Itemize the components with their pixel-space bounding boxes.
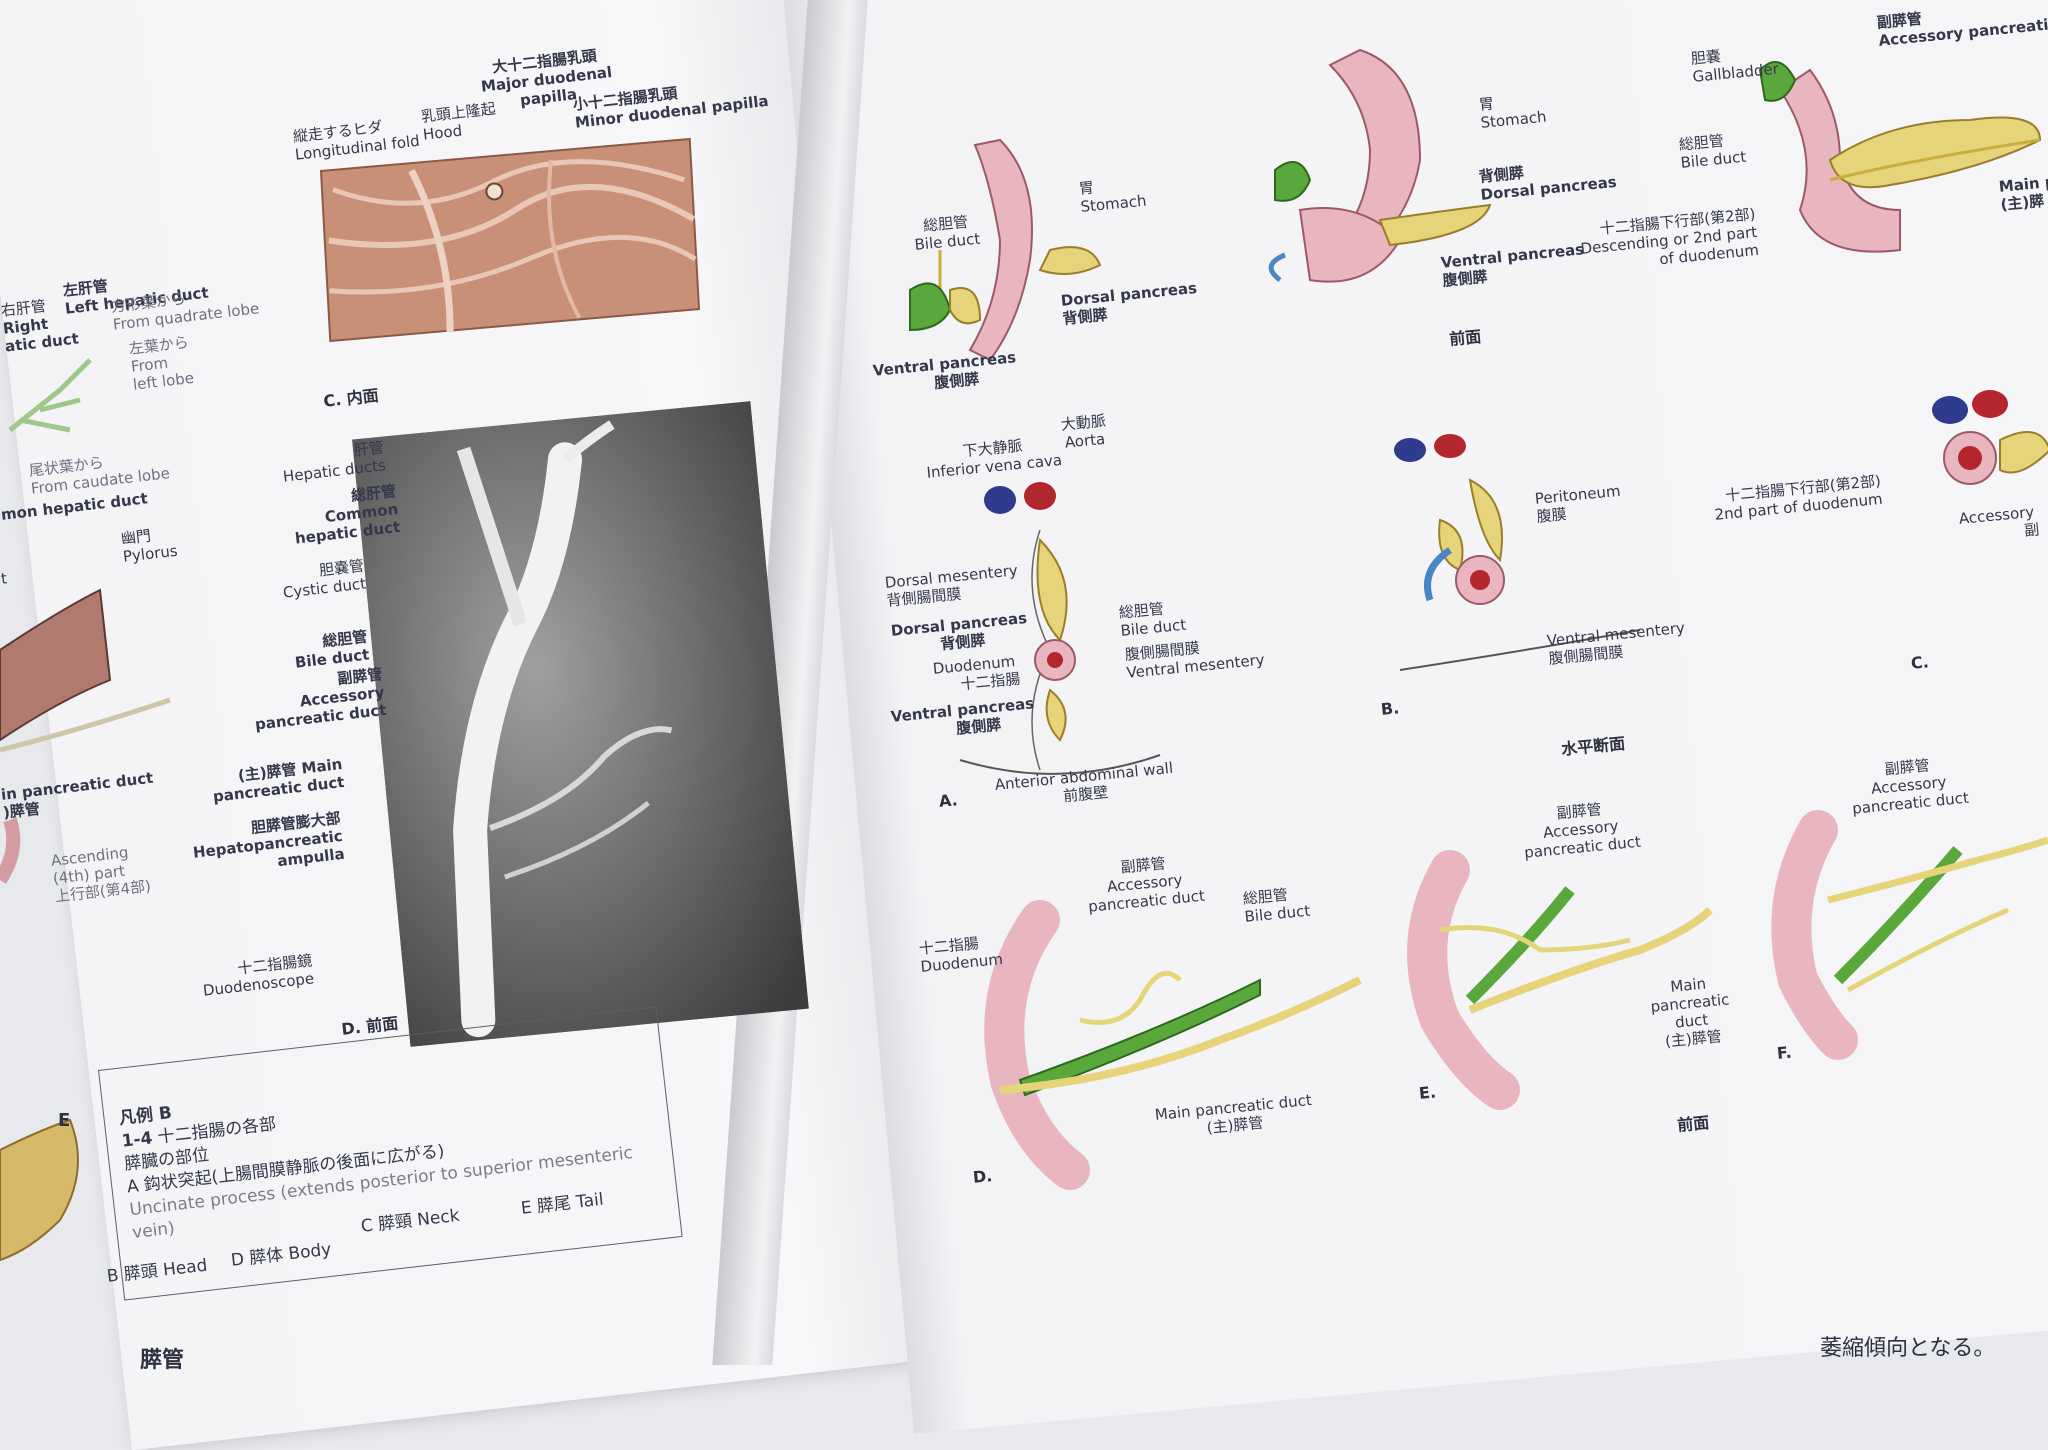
aorta-label: 大動脈 Aorta	[1060, 411, 1107, 452]
embryo-stage2-illustration	[1268, 48, 1492, 283]
left-footer-text: 膵管	[140, 1348, 185, 1373]
accessory-pancreatic-duct-label-e: 副膵管 Accessory pancreatic duct	[1523, 800, 1642, 862]
stomach-label-2: 胃 Stomach	[1478, 94, 1548, 132]
embryo-stage1-illustration	[909, 138, 1102, 362]
fig-e-letter-right: E.	[1418, 1082, 1437, 1103]
main-pancreatic-duct-partial-label-3: Main p (主)膵	[1998, 172, 2048, 214]
accessory-label-c: Accessory 副	[1958, 502, 2041, 540]
cholangiogram-radiograph	[352, 401, 809, 1047]
pancreas-duct-system-illustration	[1758, 61, 2042, 253]
fig-d-letter: D.	[972, 1166, 994, 1187]
duct-variant-e-illustration	[1407, 850, 1713, 1110]
cross-section-a-illustration	[959, 482, 1161, 775]
bile-duct-label-3: 総胆管 Bile duct	[1678, 131, 1747, 172]
bile-duct-label-a: 総胆管 Bile duct	[1118, 599, 1187, 640]
fig-f-letter: F.	[1776, 1042, 1793, 1063]
main-pancreatic-duct-label-e: Main pancreatic duct (主)膵管	[1649, 974, 1731, 1051]
cross-section-c-illustration	[1932, 390, 2048, 485]
accessory-pancreatic-duct-label-d: 副膵管 Accessory pancreatic duct	[1087, 854, 1206, 916]
fig-a-letter: A.	[938, 790, 959, 811]
left-lobe-label: 左葉から From left lobe	[128, 333, 195, 394]
duct-variant-d-illustration	[984, 900, 1362, 1190]
fig-c-letter: C.	[1910, 652, 1930, 673]
accessory-pancreatic-duct-label-f: 副膵管 Accessory pancreatic duct	[1851, 756, 1970, 818]
bile-duct-label-1: 総胆管 Bile duct	[913, 212, 981, 254]
stomach-label-1: 胃 Stomach	[1078, 178, 1148, 216]
ascending-part-label: Ascending (4th) part 上行部(第4部)	[50, 843, 152, 906]
duodenum-inner-surface-illustration	[319, 137, 701, 343]
biliary-tree-partial-illustration	[0, 358, 171, 884]
duct-variant-f-illustration	[1771, 810, 2048, 1060]
bile-duct-label-d: 総胆管 Bile duct	[1242, 885, 1311, 926]
fig-b-letter: B.	[1380, 698, 1401, 719]
pylorus-label: 幽門 Pylorus	[120, 526, 179, 566]
right-footer-text: 萎縮傾向となる。	[1820, 1336, 1996, 1361]
pancreas-fragment-illustration	[0, 1118, 79, 1262]
bottom-row-caption: 前面	[1676, 1112, 1711, 1135]
fig-e-letter: E	[58, 1110, 71, 1131]
cross-section-b-illustration	[1394, 434, 1641, 671]
fig2-caption: 前面	[1448, 326, 1483, 349]
